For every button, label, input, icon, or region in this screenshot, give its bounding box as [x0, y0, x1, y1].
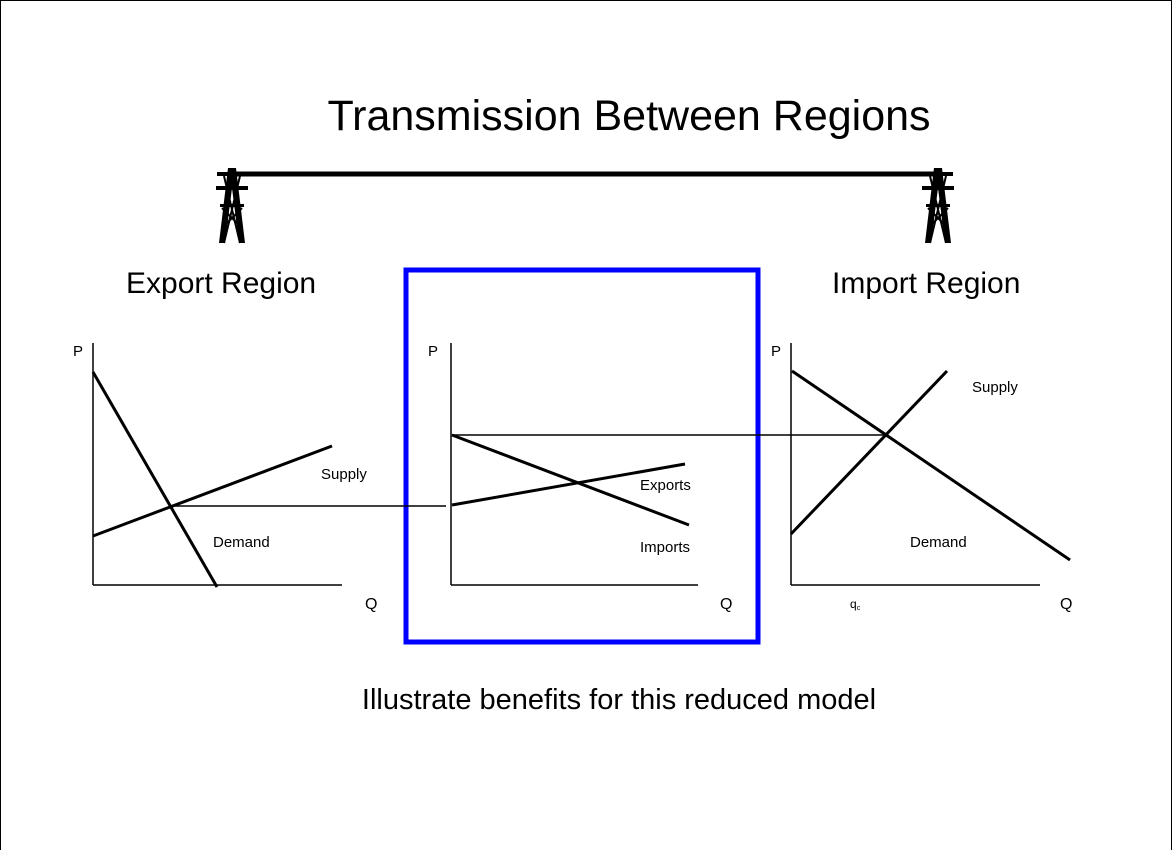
- export-graph: P Q Supply Demand: [73, 343, 377, 613]
- export-x-axis-label: Q: [365, 596, 377, 613]
- export-region-label: Export Region: [126, 267, 317, 300]
- net-imports-label: Imports: [640, 539, 690, 556]
- import-x-marker: qc: [850, 597, 861, 612]
- import-demand-label: Demand: [910, 534, 967, 551]
- net-exports-curve: [451, 462, 686, 507]
- export-demand-label: Demand: [213, 534, 270, 551]
- import-supply-curve: [789, 369, 949, 536]
- import-region-label: Import Region: [832, 267, 1021, 300]
- highlight-box: [403, 267, 761, 645]
- slide-caption: Illustrate benefits for this reduced mod…: [361, 684, 877, 716]
- net-imports-curve: [451, 433, 690, 527]
- export-y-axis-label: P: [73, 343, 83, 360]
- net-graph: P Q Exports Imports: [428, 343, 732, 613]
- slide-title: Transmission Between Regions: [327, 92, 931, 140]
- import-supply-label: Supply: [972, 379, 1018, 396]
- import-x-axis-label: Q: [1060, 596, 1072, 613]
- export-demand-curve: [91, 371, 219, 588]
- transmission-tower-icon: [922, 168, 954, 244]
- net-y-axis-label: P: [428, 343, 438, 360]
- import-graph: P Q qc Supply Demand: [771, 343, 1072, 613]
- import-y-axis-label: P: [771, 343, 781, 360]
- export-supply-curve: [92, 444, 333, 538]
- net-exports-label: Exports: [640, 477, 691, 494]
- net-x-axis-label: Q: [720, 596, 732, 613]
- export-supply-label: Supply: [321, 466, 367, 483]
- import-demand-curve: [791, 369, 1071, 562]
- transmission-tower-icon: [216, 168, 248, 244]
